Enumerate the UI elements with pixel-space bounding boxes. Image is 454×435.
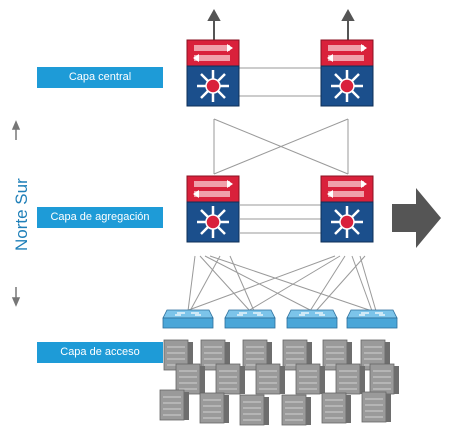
up-arrow-icon (341, 8, 355, 40)
server-icon (295, 363, 326, 395)
access-layer-label: Capa de acceso (37, 342, 163, 363)
core-switch-icon (319, 174, 375, 244)
server-icon (281, 394, 312, 426)
north-south-axis-label: Norte Sur (12, 178, 31, 251)
server-icon (199, 392, 230, 424)
down-arrow-icon (11, 287, 21, 307)
network-links (185, 67, 377, 312)
server-icon (159, 389, 190, 421)
server-icon (215, 363, 246, 395)
core-switch-icon (319, 38, 375, 108)
server-icon (255, 363, 286, 395)
access-switch-icon (224, 309, 276, 329)
server-icon (335, 363, 366, 395)
access-switch-icon (346, 309, 398, 329)
server-icon (239, 394, 270, 426)
server-rack-group (159, 339, 400, 426)
access-switch-icon (162, 309, 214, 329)
up-arrow-icon (11, 120, 21, 140)
server-icon (321, 392, 352, 424)
core-switch-icon (185, 38, 241, 108)
core-layer-label: Capa central (37, 67, 163, 88)
server-icon (369, 363, 400, 395)
server-icon (175, 363, 206, 395)
up-arrow-icon (207, 8, 221, 40)
server-icon (361, 391, 392, 423)
access-switch-icon (286, 309, 338, 329)
right-arrow-icon (392, 188, 441, 248)
core-switch-icon (185, 174, 241, 244)
aggregation-layer-label: Capa de agregación (37, 207, 163, 228)
